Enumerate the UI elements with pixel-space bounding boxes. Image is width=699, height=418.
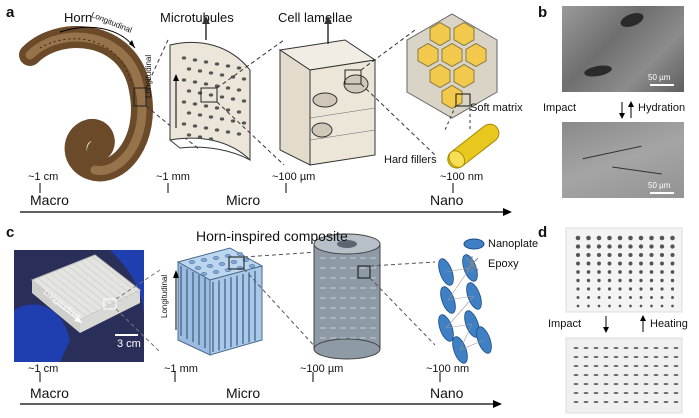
- hexagon-cluster: [406, 13, 498, 119]
- microtubule-dots: [181, 56, 247, 141]
- hard-filler-cylinder: [447, 123, 500, 169]
- stage-c-nano: Nano: [430, 385, 464, 401]
- title-cell-lamellae: Cell lamellae: [278, 10, 353, 25]
- scale-c-4: ~100 nm: [426, 363, 470, 375]
- sem-image-bottom: 50 µm: [562, 122, 684, 198]
- scale-bar-top-label: 50 µm: [648, 73, 671, 82]
- epoxy-legend-icon: [465, 256, 479, 272]
- stage-a-micro: Micro: [226, 192, 261, 208]
- panel-label-c: c: [6, 224, 15, 241]
- scale-c-1: ~1 cm: [28, 363, 59, 375]
- stage-a-nano: Nano: [430, 192, 464, 208]
- scale-a-2: ~1 mm: [156, 171, 190, 183]
- composite-title: Horn-inspired composite: [196, 228, 348, 244]
- scale-a-3: ~100 µm: [272, 171, 316, 183]
- nanoplate-network: [438, 254, 492, 364]
- nanoplate-legend-icon: [463, 238, 485, 250]
- scale-c-2: ~1 mm: [164, 363, 198, 375]
- hard-fillers-label: Hard fillers: [384, 154, 437, 166]
- stage-c-micro: Micro: [226, 385, 261, 401]
- sem-image-top: 50 µm: [562, 6, 684, 92]
- longitudinal-label-micro: Longitudinal: [144, 54, 153, 98]
- hydration-label-b: Hydration: [638, 102, 686, 114]
- title-horn: Horn: [64, 10, 93, 25]
- scale-c-3: ~100 µm: [300, 363, 344, 375]
- scale-bar-bottom-label: 50 µm: [648, 181, 671, 190]
- panel-label-b: b: [538, 4, 548, 21]
- dot-pattern-deformed: [573, 347, 679, 403]
- stage-c-macro: Macro: [30, 385, 69, 401]
- stage-a-macro: Macro: [30, 192, 69, 208]
- dot-pattern-original: [575, 235, 675, 308]
- impact-label-b: Impact: [543, 102, 577, 114]
- soft-matrix-label: Soft matrix: [470, 102, 523, 114]
- legend-epoxy-label: Epoxy: [488, 258, 519, 270]
- microtubules-block: [169, 42, 251, 162]
- composite-tube: [313, 233, 381, 360]
- panel-label-d: d: [538, 224, 548, 241]
- horn-illustration: [19, 26, 153, 182]
- longitudinal-label-composite: Longitudinal: [160, 274, 169, 318]
- impact-label-d: Impact: [548, 318, 582, 330]
- title-microtubules: Microtubules: [160, 10, 234, 25]
- panel-label-a: a: [6, 4, 15, 21]
- scale-a-1: ~1 cm: [28, 171, 59, 183]
- heating-label-d: Heating: [650, 318, 688, 330]
- photo-scale-label: 3 cm: [117, 338, 141, 350]
- scale-a-4: ~100 nm: [440, 171, 484, 183]
- legend-nanoplate-label: Nanoplate: [488, 238, 539, 250]
- glove-hand: [14, 250, 144, 362]
- cell-lamellae-cube: [278, 39, 377, 166]
